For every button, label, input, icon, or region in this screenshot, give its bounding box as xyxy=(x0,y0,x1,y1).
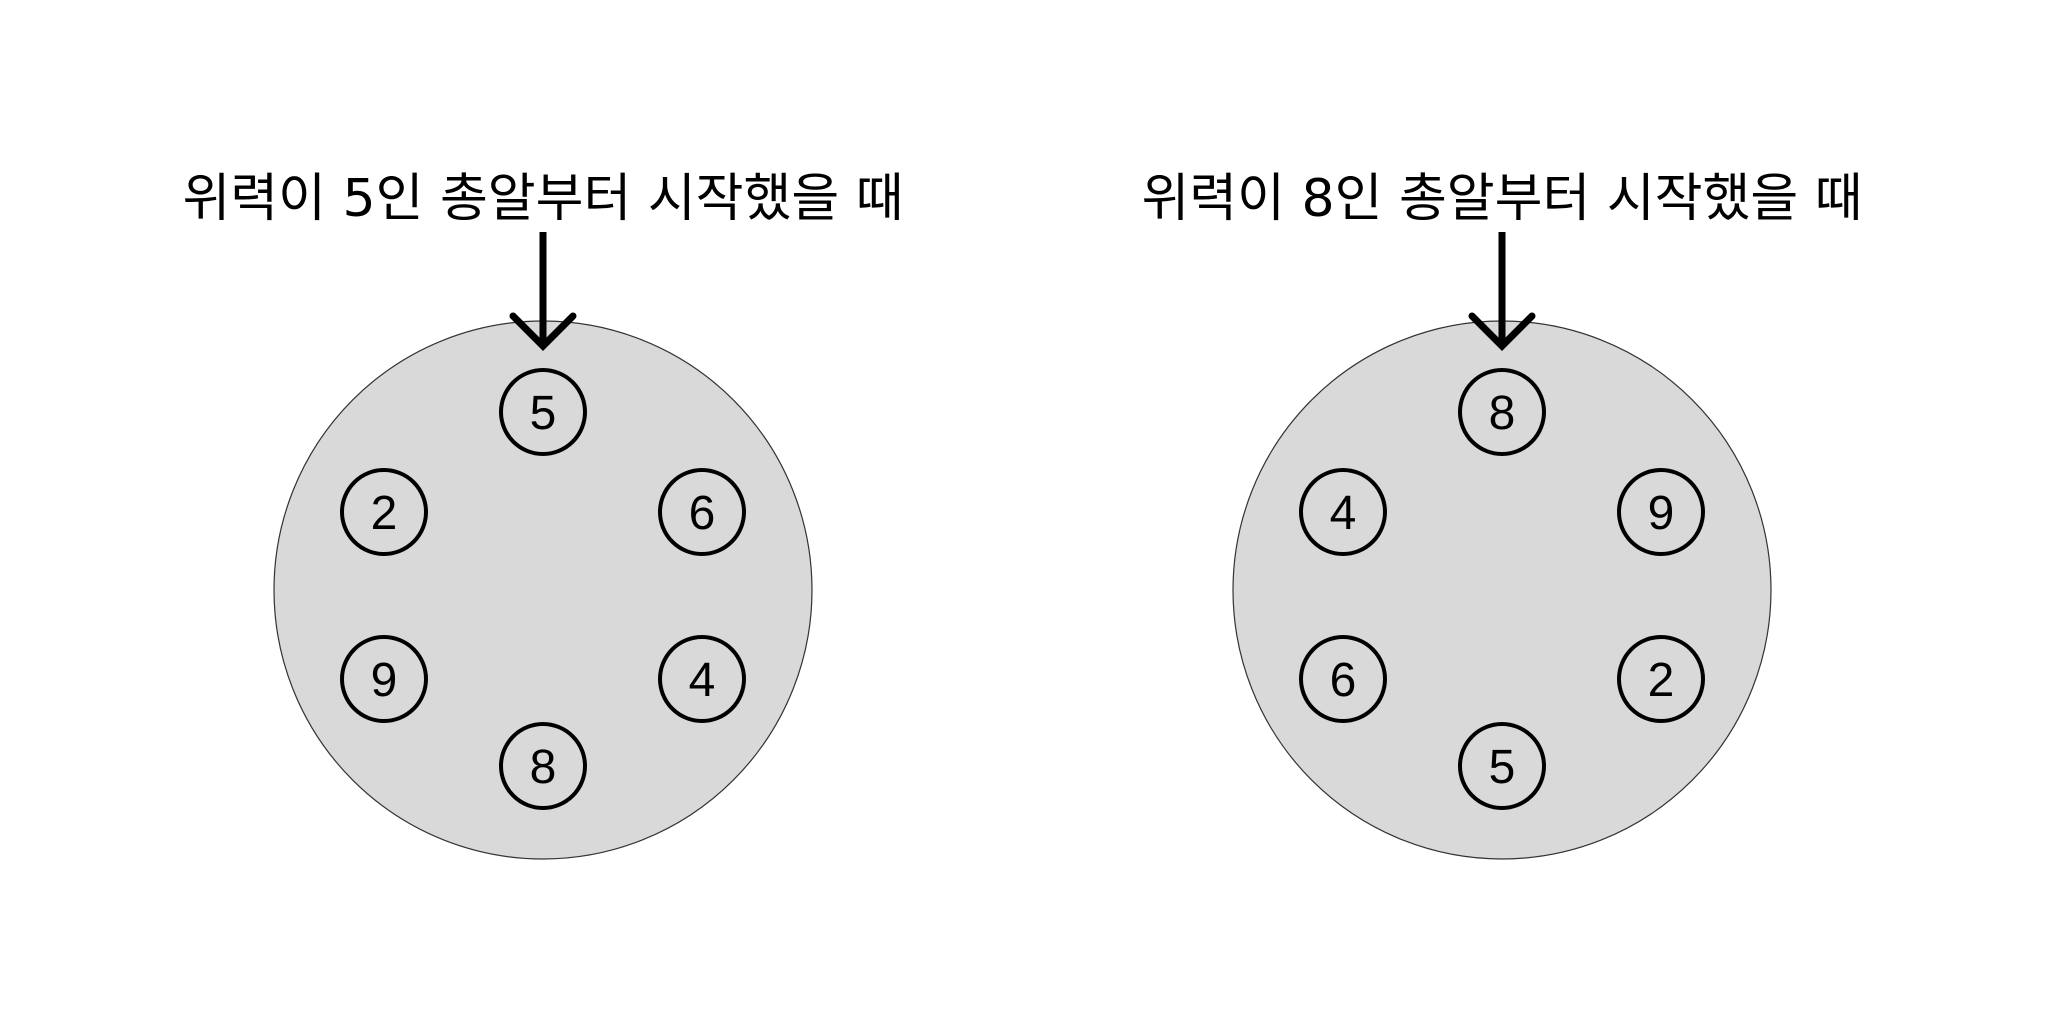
bullet-chamber: 5 xyxy=(1458,722,1546,810)
bullet-chamber: 8 xyxy=(499,722,587,810)
start-arrow-head-icon xyxy=(1468,312,1536,351)
chamber-circle xyxy=(658,635,746,723)
bullet-power-label: 5 xyxy=(530,387,557,440)
bullet-chamber: 4 xyxy=(1299,468,1387,556)
bullet-power-label: 4 xyxy=(1330,487,1357,540)
bullet-chamber: 9 xyxy=(1617,468,1705,556)
chamber-circle xyxy=(1299,635,1387,723)
chamber-circle xyxy=(1617,635,1705,723)
bullet-chamber: 2 xyxy=(1617,635,1705,723)
bullet-chamber: 6 xyxy=(658,468,746,556)
bullet-power-label: 4 xyxy=(689,654,716,707)
chamber-circle xyxy=(1458,722,1546,810)
bullet-chamber: 5 xyxy=(499,368,587,456)
bullet-chamber: 9 xyxy=(340,635,428,723)
revolver-diagram-1: 위력이 5인 총알부터 시작했을 때 5 6 4 8 9 2 xyxy=(182,169,904,860)
bullet-power-label: 2 xyxy=(371,487,398,540)
chamber-circle xyxy=(340,468,428,556)
bullet-chamber: 2 xyxy=(340,468,428,556)
chamber-circle xyxy=(340,635,428,723)
bullet-power-label: 2 xyxy=(1648,654,1675,707)
chamber-circle xyxy=(1617,468,1705,556)
revolver-diagram-2: 위력이 8인 총알부터 시작했을 때 8 9 2 5 6 4 xyxy=(1141,169,1863,860)
bullet-power-label: 6 xyxy=(689,487,716,540)
bullet-power-label: 9 xyxy=(371,654,398,707)
chamber-circle xyxy=(499,368,587,456)
bullet-power-label: 8 xyxy=(1489,387,1516,440)
bullet-power-label: 6 xyxy=(1330,654,1357,707)
chamber-circle xyxy=(1458,368,1546,456)
bullet-power-label: 9 xyxy=(1648,487,1675,540)
chamber-circle xyxy=(658,468,746,556)
bullet-power-label: 8 xyxy=(530,741,557,794)
start-arrow-head-icon xyxy=(509,312,577,351)
diagram-title: 위력이 8인 총알부터 시작했을 때 xyxy=(1141,169,1862,229)
bullet-chamber: 8 xyxy=(1458,368,1546,456)
chamber-circle xyxy=(499,722,587,810)
bullet-power-label: 5 xyxy=(1489,741,1516,794)
diagram-title: 위력이 5인 총알부터 시작했을 때 xyxy=(182,169,903,229)
bullet-chamber: 6 xyxy=(1299,635,1387,723)
chamber-circle xyxy=(1299,468,1387,556)
bullet-chamber: 4 xyxy=(658,635,746,723)
